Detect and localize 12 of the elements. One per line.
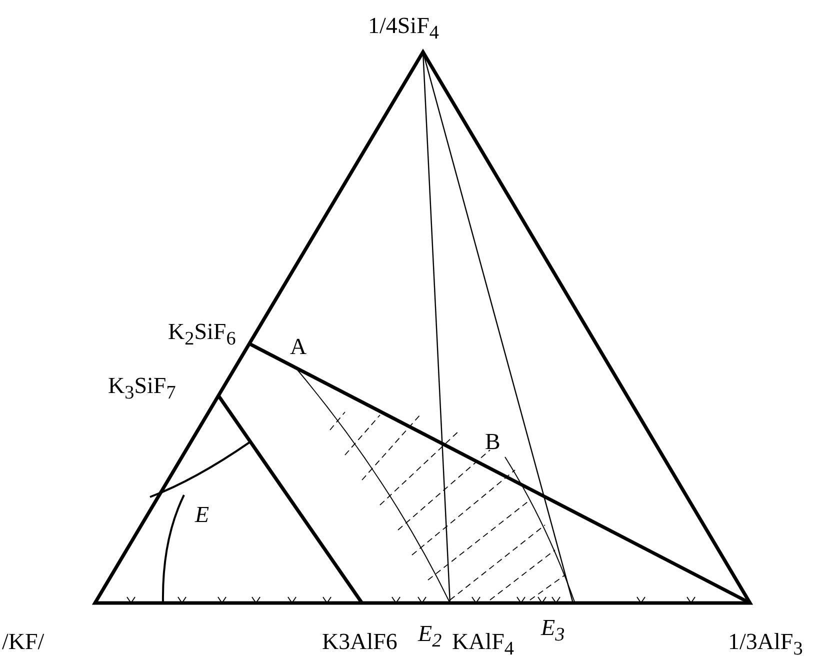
- compound-label: K3AlF6: [322, 630, 398, 653]
- vertex-label: 1/4SiF$_{4}$: [368, 14, 439, 43]
- vertex-label: /KF/: [2, 630, 44, 653]
- point-label: E$_{3}$: [541, 616, 565, 645]
- point-label: K$_{3}$SiF$_{7}$: [108, 374, 176, 403]
- vertex-label: 1/3AlF$_{3}$: [728, 630, 803, 659]
- point-label: K$_{2}$SiF$_{6}$: [168, 320, 236, 349]
- compound-label: KAlF$_{4}$: [452, 630, 514, 659]
- point-label: E: [195, 503, 210, 526]
- point-label: B: [485, 430, 500, 453]
- point-label: E$_{2}$: [418, 622, 442, 651]
- point-label: A: [290, 335, 307, 358]
